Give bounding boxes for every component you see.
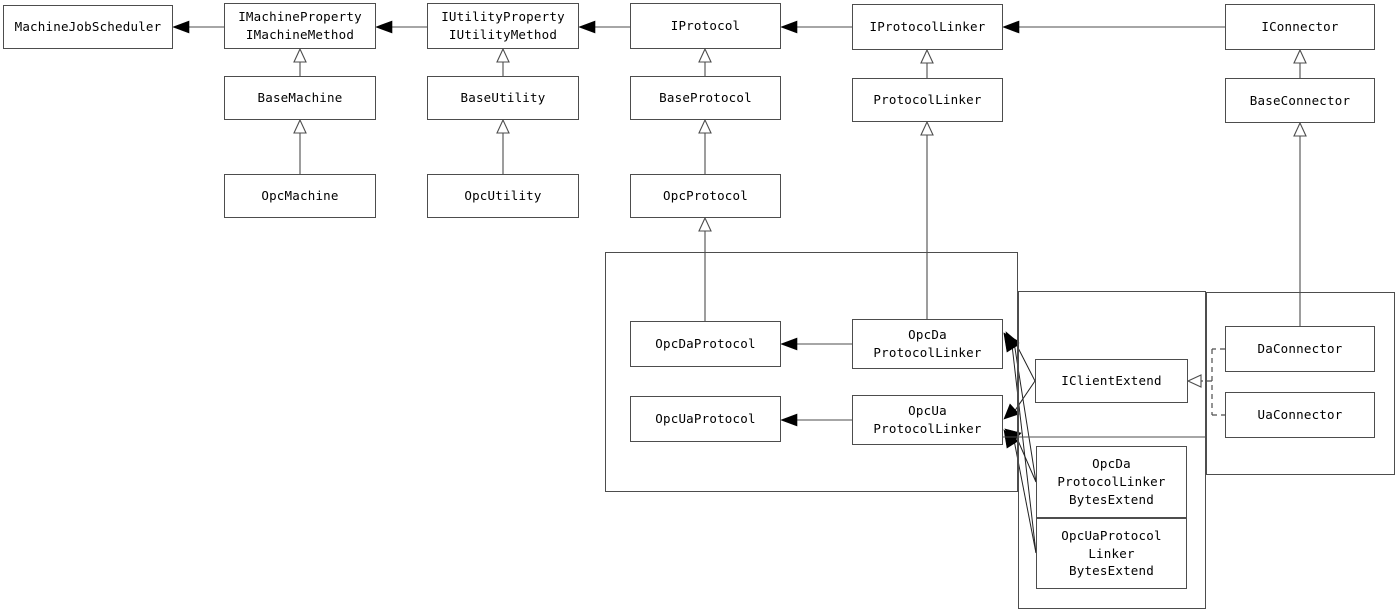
edge-iprotocollinker-to-iprotocol xyxy=(780,20,852,34)
edge-opcutility-to-baseutility xyxy=(496,118,510,174)
package-connector xyxy=(1206,292,1395,475)
edge-imachine-to-scheduler xyxy=(172,20,224,34)
class-ua-connector[interactable]: UaConnector xyxy=(1225,392,1375,438)
class-opc-utility[interactable]: OpcUtility xyxy=(427,174,579,218)
package-protocol xyxy=(605,252,1018,492)
class-iprotocol[interactable]: IProtocol xyxy=(630,3,781,49)
class-iclient-extend[interactable]: IClientExtend xyxy=(1035,359,1188,403)
class-opcda-protocol-linker-bytes-extend[interactable]: OpcDa ProtocolLinker BytesExtend xyxy=(1036,446,1187,518)
class-opc-machine[interactable]: OpcMachine xyxy=(224,174,376,218)
class-iprotocol-linker[interactable]: IProtocolLinker xyxy=(852,4,1003,50)
class-opc-da-protocol-linker[interactable]: OpcDa ProtocolLinker xyxy=(852,319,1003,369)
class-imachine-property[interactable]: IMachineProperty IMachineMethod xyxy=(224,3,376,49)
class-base-machine[interactable]: BaseMachine xyxy=(224,76,376,120)
class-base-protocol[interactable]: BaseProtocol xyxy=(630,76,781,120)
class-base-utility[interactable]: BaseUtility xyxy=(427,76,579,120)
edge-iprotocol-to-iutility xyxy=(578,20,630,34)
edge-iutility-to-imachine xyxy=(375,20,427,34)
class-machine-job-scheduler[interactable]: MachineJobScheduler xyxy=(3,5,173,49)
class-iutility-property[interactable]: IUtilityProperty IUtilityMethod xyxy=(427,3,579,49)
edge-baseutility-to-iutility xyxy=(496,47,510,76)
class-base-connector[interactable]: BaseConnector xyxy=(1225,78,1375,123)
class-opcua-protocol-linker-bytes-extend[interactable]: OpcUaProtocol Linker BytesExtend xyxy=(1036,518,1187,589)
class-opc-da-protocol[interactable]: OpcDaProtocol xyxy=(630,321,781,367)
class-opc-ua-protocol-linker[interactable]: OpcUa ProtocolLinker xyxy=(852,395,1003,445)
edge-baseprotocol-to-iprotocol xyxy=(698,47,712,76)
edge-basemachine-to-imachine xyxy=(293,47,307,76)
edge-opcprotocol-to-baseprotocol xyxy=(698,118,712,174)
class-opc-ua-protocol[interactable]: OpcUaProtocol xyxy=(630,396,781,442)
edge-opcmachine-to-basemachine xyxy=(293,118,307,174)
class-da-connector[interactable]: DaConnector xyxy=(1225,326,1375,372)
edge-baseconnector-to-iconnector xyxy=(1293,48,1307,78)
edge-protocollinker-to-iprotocollinker xyxy=(920,48,934,78)
class-protocol-linker[interactable]: ProtocolLinker xyxy=(852,78,1003,122)
class-opc-protocol[interactable]: OpcProtocol xyxy=(630,174,781,218)
edge-iconnector-to-iprotocollinker xyxy=(1002,20,1225,34)
class-iconnector[interactable]: IConnector xyxy=(1225,4,1375,50)
